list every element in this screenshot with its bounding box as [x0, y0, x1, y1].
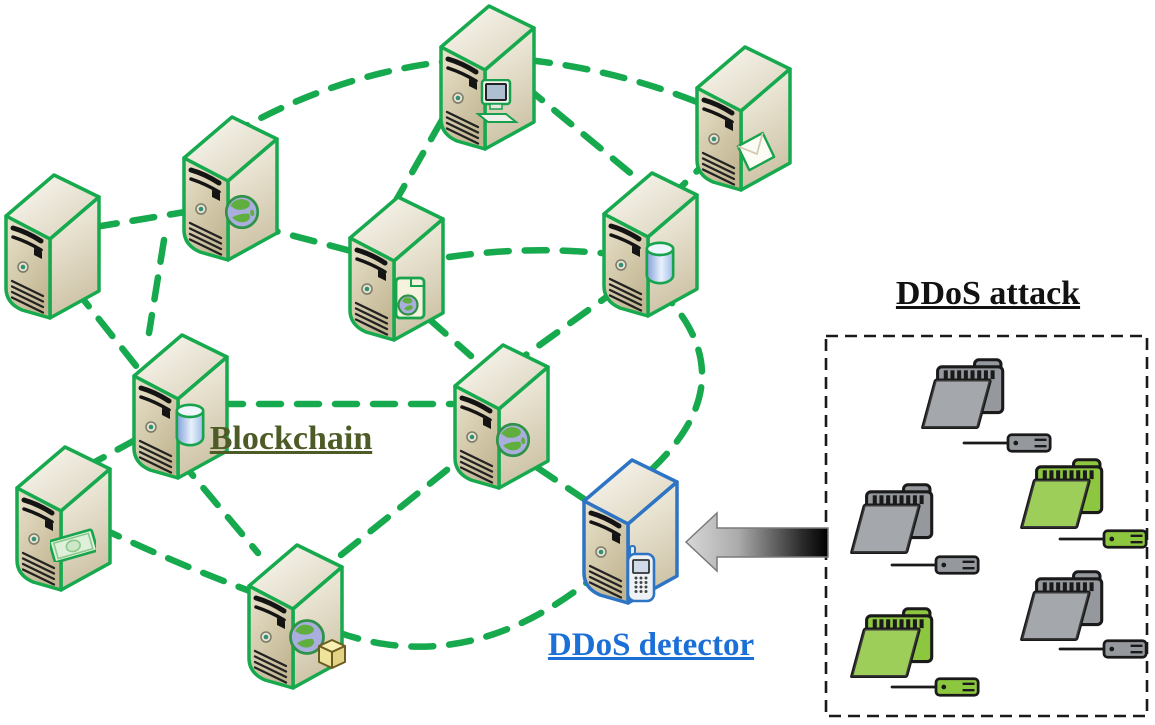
network-link-server-7-blockchain-server-10: [175, 455, 262, 557]
blockchain-label: Blockchain: [209, 420, 373, 457]
folder-icon: [1020, 458, 1104, 530]
folder-icon: [1020, 570, 1104, 642]
server-icon-server-8: [455, 345, 548, 488]
server-icon-server-1: [441, 6, 534, 149]
network-link-server-6-server-8: [519, 284, 623, 361]
network-link-server-4-server-3: [91, 208, 189, 231]
server-icon-server-4: [6, 175, 99, 318]
syringe-icon: [890, 555, 980, 575]
network-link-server-10-server-11-detector: [333, 567, 605, 650]
folder-icon: [850, 607, 934, 679]
disk-globe-icon: [394, 276, 426, 320]
network-link-server-7-blockchain-server-9: [89, 435, 141, 467]
network-link-server-6-server-11-detector: [647, 283, 706, 474]
globe-icon: [495, 422, 531, 458]
network-link-server-3-server-7-blockchain: [145, 236, 168, 337]
database-icon: [645, 241, 675, 285]
syringe-icon: [962, 433, 1052, 453]
folder-icon: [850, 483, 934, 555]
syringe-icon: [890, 677, 980, 697]
server-icon-server-5: [350, 197, 443, 340]
server-icon-server-3: [184, 117, 277, 260]
phone-icon: [626, 545, 656, 603]
network-link-server-9-server-10: [95, 523, 259, 597]
network-link-server-10-server-8: [337, 453, 467, 559]
attack-units-layer: [850, 358, 1148, 697]
database-icon: [175, 403, 205, 447]
network-link-server-1-server-2: [524, 56, 706, 108]
network-link-server-1-server-5: [390, 116, 446, 208]
server-icon-server-2: [697, 47, 790, 190]
ddos-attack-title: DDoS attack: [895, 275, 1081, 312]
attack-arrow-icon: [684, 511, 829, 573]
ddos-detector-label: DDoS detector: [547, 627, 755, 663]
network-link-server-1-server-6: [521, 82, 638, 180]
network-links-layer: [71, 56, 716, 650]
globe-icon: [224, 194, 260, 230]
folder-icon: [921, 358, 1005, 430]
network-link-server-4-server-7-blockchain: [71, 285, 141, 371]
syringe-icon: [1058, 529, 1148, 549]
attack-box: [824, 334, 1149, 718]
network-link-server-5-server-8: [425, 315, 475, 360]
syringe-icon: [1058, 639, 1148, 659]
server-icon-server-9: [17, 447, 110, 590]
network-link-server-3-server-1: [224, 58, 446, 140]
network-link-server-5-server-6: [445, 247, 605, 261]
